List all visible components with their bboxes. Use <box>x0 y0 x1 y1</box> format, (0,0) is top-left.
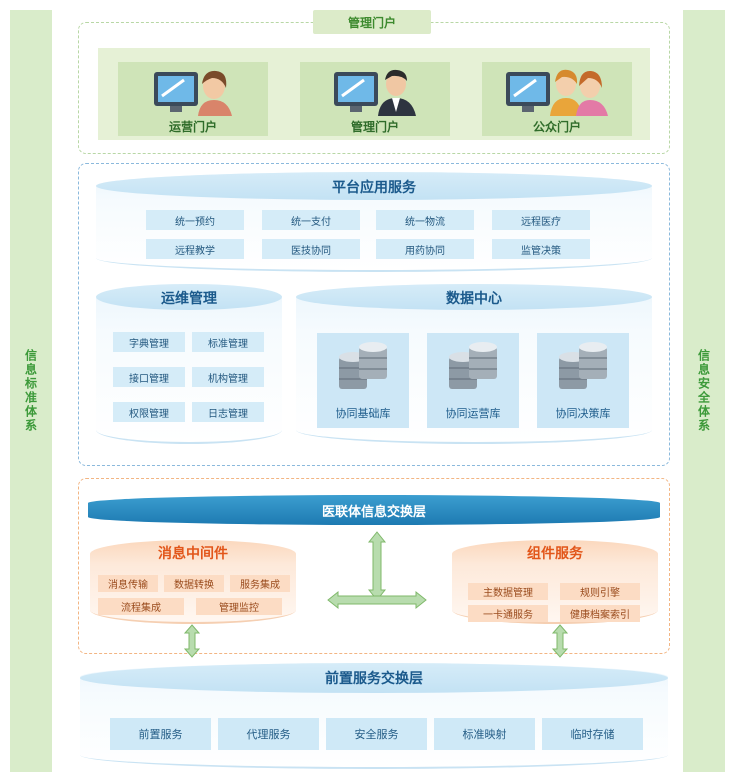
ops-title: 运维管理 <box>161 291 217 307</box>
db-label: 协同基础库 <box>335 407 391 420</box>
database-icon <box>339 342 387 389</box>
front-cylinder-top <box>80 663 668 693</box>
chip-proxy-service[interactable]: 代理服务 <box>218 718 319 750</box>
chip-rule-engine[interactable]: 规则引擎 <box>560 583 640 600</box>
chip-temp-storage[interactable]: 临时存储 <box>542 718 643 750</box>
chip-management-monitor[interactable]: 管理监控 <box>196 598 282 615</box>
application-frame <box>78 163 670 466</box>
chip-supervision-decision[interactable]: 监管决策 <box>492 239 590 259</box>
ops-cylinder-top <box>96 284 282 310</box>
cross-arrow-icon <box>327 531 427 610</box>
datacenter-cylinder-top <box>296 284 652 310</box>
platform-title: 平台应用服务 <box>332 180 416 196</box>
chip-unified-logistics[interactable]: 统一物流 <box>376 210 474 230</box>
right-side-bar: 信息安全体系 <box>683 10 725 772</box>
chip-telemedicine[interactable]: 远程医疗 <box>492 210 590 230</box>
chip-service-integration[interactable]: 服务集成 <box>230 575 290 592</box>
public-users-icon <box>506 69 608 116</box>
male-admin-icon <box>334 69 416 116</box>
double-arrow-icon <box>551 624 569 658</box>
portal-title: 管理门户 <box>313 10 431 34</box>
db-card-operations[interactable]: 协同运营库 <box>427 333 519 428</box>
female-operator-icon <box>154 70 232 116</box>
portal-card-operations[interactable]: 运营门户 <box>118 62 268 136</box>
standards-system-label: 信息标准体系 <box>23 349 38 433</box>
database-icon <box>559 342 607 389</box>
chip-front-service[interactable]: 前置服务 <box>110 718 211 750</box>
portal-card-label: 公众门户 <box>532 120 581 134</box>
chip-unified-booking[interactable]: 统一预约 <box>146 210 244 230</box>
db-card-base[interactable]: 协同基础库 <box>317 333 409 428</box>
datacenter-title: 数据中心 <box>446 291 502 307</box>
chip-institution-mgmt[interactable]: 机构管理 <box>192 367 264 387</box>
components-title: 组件服务 <box>527 546 583 562</box>
chip-health-record-index[interactable]: 健康档案索引 <box>560 605 640 622</box>
chip-log-mgmt[interactable]: 日志管理 <box>192 402 264 422</box>
portal-card-public[interactable]: 公众门户 <box>482 62 632 136</box>
chip-medication-collab[interactable]: 用药协同 <box>376 239 474 259</box>
chip-standard-mapping[interactable]: 标准映射 <box>434 718 535 750</box>
double-arrow-icon <box>183 624 201 658</box>
chip-master-data[interactable]: 主数据管理 <box>468 583 548 600</box>
chip-remote-teaching[interactable]: 远程教学 <box>146 239 244 259</box>
database-icon <box>449 342 497 389</box>
db-card-decision[interactable]: 协同决策库 <box>537 333 629 428</box>
front-title: 前置服务交换层 <box>325 671 423 687</box>
chip-data-conversion[interactable]: 数据转换 <box>164 575 224 592</box>
chip-card-service[interactable]: 一卡通服务 <box>468 605 548 622</box>
chip-dictionary-mgmt[interactable]: 字典管理 <box>113 332 185 352</box>
platform-cylinder-top <box>96 172 652 200</box>
middleware-title: 消息中间件 <box>158 546 228 562</box>
portal-card-management[interactable]: 管理门户 <box>300 62 450 136</box>
chip-standard-mgmt[interactable]: 标准管理 <box>192 332 264 352</box>
chip-permission-mgmt[interactable]: 权限管理 <box>113 402 185 422</box>
exchange-frame <box>78 478 670 654</box>
chip-medtech-collab[interactable]: 医技协同 <box>262 239 360 259</box>
chip-unified-payment[interactable]: 统一支付 <box>262 210 360 230</box>
db-label: 协同运营库 <box>445 407 501 420</box>
portal-card-label: 运营门户 <box>168 120 217 134</box>
chip-process-integration[interactable]: 流程集成 <box>98 598 184 615</box>
exchange-layer-bar: 医联体信息交换层 <box>88 495 660 525</box>
chip-security-service[interactable]: 安全服务 <box>326 718 427 750</box>
db-label: 协同决策库 <box>555 407 611 420</box>
chip-interface-mgmt[interactable]: 接口管理 <box>113 367 185 387</box>
security-system-label: 信息安全体系 <box>696 349 711 433</box>
left-side-bar: 信息标准体系 <box>10 10 52 772</box>
chip-message-transfer[interactable]: 消息传输 <box>98 575 158 592</box>
portal-card-label: 管理门户 <box>350 120 399 134</box>
